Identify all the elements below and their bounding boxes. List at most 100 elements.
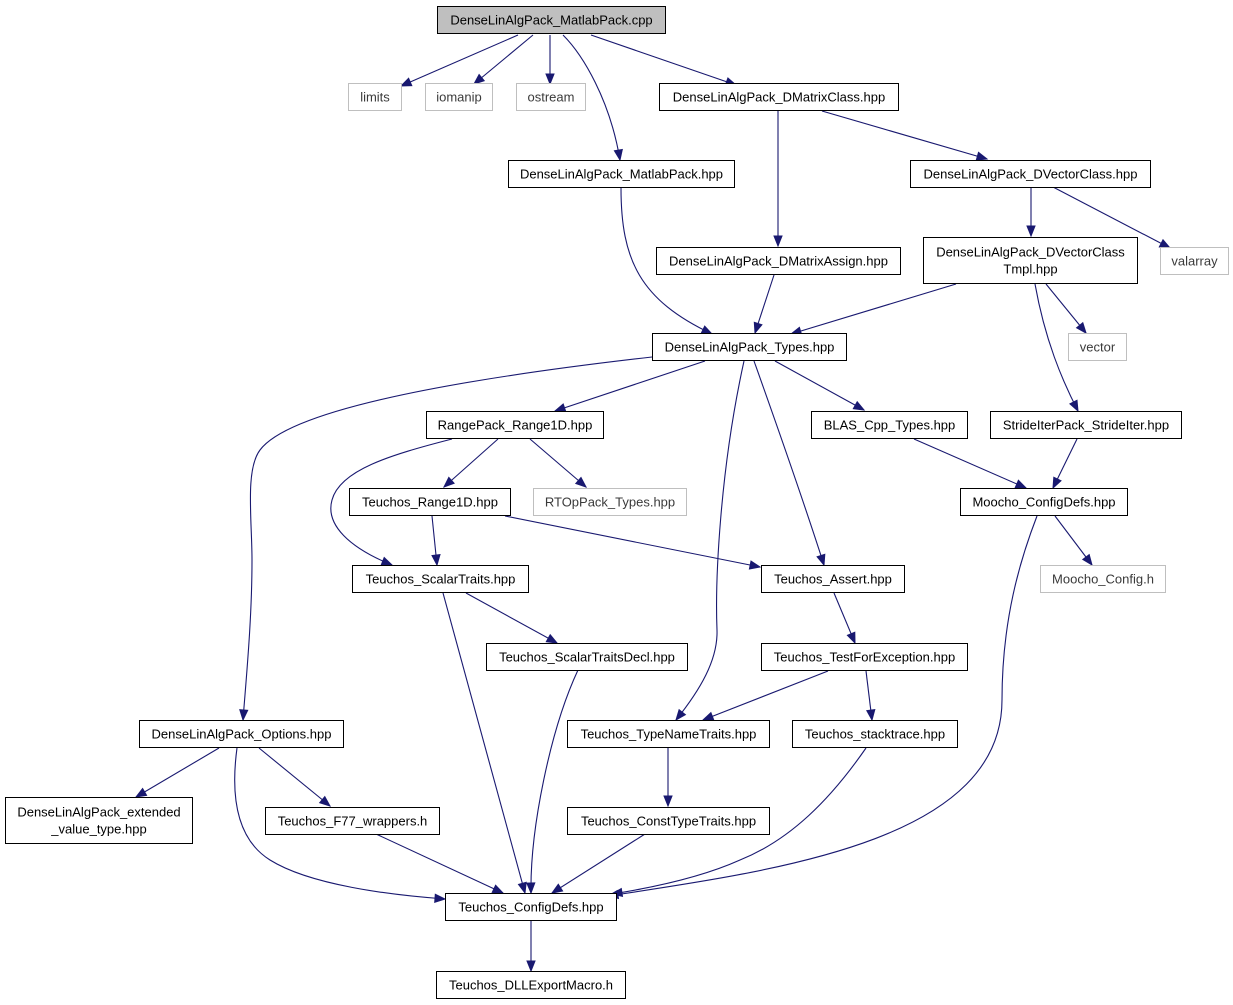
node-moocho_config[interactable]: Moocho_Config.h [1040, 565, 1166, 593]
node-f77-box [265, 807, 440, 835]
dependency-edges [134, 34, 1172, 973]
node-range1d[interactable]: RangePack_Range1D.hpp [426, 411, 604, 439]
node-stacktrace-label: Teuchos_stacktrace.hpp [805, 727, 945, 742]
node-consttypetraits[interactable]: Teuchos_ConstTypeTraits.hpp [567, 807, 770, 835]
edge-root-to-iomanip [472, 34, 534, 85]
node-options-box [139, 720, 344, 748]
node-rtoppack-box [533, 488, 687, 516]
node-strideiter[interactable]: StrideIterPack_StrideIter.hpp [990, 411, 1182, 439]
node-extended-box [5, 797, 193, 844]
node-dllexport-label: Teuchos_DLLExportMacro.h [449, 978, 613, 993]
node-vector[interactable]: vector [1068, 333, 1127, 361]
edge-root-to-matlabpack_hpp [562, 34, 623, 162]
edge-strideiter-to-moocho_configdefs [1052, 438, 1078, 490]
node-valarray[interactable]: valarray [1160, 247, 1229, 275]
node-range1d-label: RangePack_Range1D.hpp [438, 418, 593, 433]
edge-options-to-f77 [258, 747, 332, 807]
node-dvectorclass[interactable]: DenseLinAlgPack_DVectorClass.hpp [910, 160, 1151, 188]
node-f77[interactable]: Teuchos_F77_wrappers.h [265, 807, 440, 835]
node-stacktrace-box [792, 720, 958, 748]
edge-f77-to-teuchos_configdefs [375, 833, 505, 894]
node-moocho_configdefs-box [960, 488, 1128, 516]
node-limits-box [348, 83, 402, 111]
node-strideiter-label: StrideIterPack_StrideIter.hpp [1003, 418, 1169, 433]
edge-scalartraits-to-scalartraitsdecl [465, 592, 559, 644]
edge-dvectorclass-to-dvectorclasstmpl [1026, 187, 1036, 238]
edge-types-to-blas [774, 360, 866, 411]
node-dmatrixassign[interactable]: DenseLinAlgPack_DMatrixAssign.hpp [656, 247, 901, 275]
node-scalartraitsdecl-label: Teuchos_ScalarTraitsDecl.hpp [499, 650, 675, 665]
node-scalartraits-label: Teuchos_ScalarTraits.hpp [366, 572, 516, 587]
node-options-label: DenseLinAlgPack_Options.hpp [152, 727, 332, 742]
node-types-label: DenseLinAlgPack_Types.hpp [665, 340, 835, 355]
node-testforexception[interactable]: Teuchos_TestForException.hpp [761, 643, 968, 671]
node-extended[interactable]: DenseLinAlgPack_extended_value_type.hpp [5, 797, 193, 844]
node-scalartraits-box [352, 565, 529, 593]
edge-types-to-typenametraits [675, 360, 745, 722]
edge-testforexception-to-stacktrace [865, 670, 876, 722]
node-ostream[interactable]: ostream [516, 83, 586, 111]
node-rtoppack[interactable]: RTOpPack_Types.hpp [533, 488, 687, 516]
node-rtoppack-label: RTOpPack_Types.hpp [545, 495, 675, 510]
edge-range1d-to-teuchos_range1d [442, 438, 499, 488]
node-options[interactable]: DenseLinAlgPack_Options.hpp [139, 720, 344, 748]
node-blas[interactable]: BLAS_Cpp_Types.hpp [811, 411, 968, 439]
node-limits[interactable]: limits [348, 83, 402, 111]
node-teuchos_configdefs-label: Teuchos_ConfigDefs.hpp [458, 900, 603, 915]
node-teuchos_range1d-box [349, 488, 511, 516]
edge-types-to-options [239, 356, 653, 722]
node-root[interactable]: DenseLinAlgPack_MatlabPack.cpp [437, 6, 666, 34]
edge-dvectorclasstmpl-to-vector [1045, 283, 1087, 335]
node-typenametraits-label: Teuchos_TypeNameTraits.hpp [581, 727, 757, 742]
edge-dmatrixassign-to-types [753, 274, 775, 335]
node-dmatrixassign-box [656, 247, 901, 275]
node-moocho_config-box [1040, 565, 1166, 593]
node-extended-label-1: DenseLinAlgPack_extended [17, 805, 180, 820]
node-teuchos_configdefs[interactable]: Teuchos_ConfigDefs.hpp [445, 893, 617, 921]
node-dmatrixclass[interactable]: DenseLinAlgPack_DMatrixClass.hpp [659, 83, 899, 111]
node-assert[interactable]: Teuchos_Assert.hpp [761, 565, 905, 593]
node-dvectorclasstmpl-label-2: Tmpl.hpp [1003, 262, 1057, 277]
node-limits-label: limits [360, 90, 390, 105]
edge-moocho_configdefs-to-moocho_config [1054, 515, 1093, 567]
node-dvectorclasstmpl-label-1: DenseLinAlgPack_DVectorClass [936, 245, 1125, 260]
node-consttypetraits-box [567, 807, 770, 835]
edge-root-to-limits [399, 34, 519, 87]
edge-root-to-ostream [545, 35, 555, 86]
node-root-box [437, 6, 666, 34]
node-blas-box [811, 411, 968, 439]
node-testforexception-label: Teuchos_TestForException.hpp [774, 650, 955, 665]
node-blas-label: BLAS_Cpp_Types.hpp [824, 418, 956, 433]
node-valarray-label: valarray [1171, 254, 1218, 269]
edge-root-to-dmatrixclass [590, 34, 738, 87]
node-typenametraits[interactable]: Teuchos_TypeNameTraits.hpp [567, 720, 770, 748]
edge-typenametraits-to-consttypetraits [663, 748, 673, 808]
node-strideiter-box [990, 411, 1182, 439]
node-types[interactable]: DenseLinAlgPack_Types.hpp [652, 333, 847, 361]
node-ostream-label: ostream [528, 90, 575, 105]
node-typenametraits-box [567, 720, 770, 748]
edge-scalartraits-to-teuchos_configdefs [442, 592, 527, 895]
node-dvectorclass-label: DenseLinAlgPack_DVectorClass.hpp [924, 167, 1138, 182]
node-valarray-box [1160, 247, 1229, 275]
node-assert-label: Teuchos_Assert.hpp [774, 572, 892, 587]
node-moocho_configdefs[interactable]: Moocho_ConfigDefs.hpp [960, 488, 1128, 516]
node-stacktrace[interactable]: Teuchos_stacktrace.hpp [792, 720, 958, 748]
node-range1d-box [426, 411, 604, 439]
edge-dvectorclasstmpl-to-strideiter [1034, 283, 1079, 413]
edge-teuchos_configdefs-to-dllexport [526, 921, 536, 973]
node-matlabpack_hpp[interactable]: DenseLinAlgPack_MatlabPack.hpp [508, 160, 735, 188]
node-teuchos_range1d[interactable]: Teuchos_Range1D.hpp [349, 488, 511, 516]
edge-teuchos_range1d-to-scalartraits [431, 515, 441, 567]
node-vector-label: vector [1080, 340, 1116, 355]
node-dmatrixclass-box [659, 83, 899, 111]
node-scalartraits[interactable]: Teuchos_ScalarTraits.hpp [352, 565, 529, 593]
node-matlabpack_hpp-label: DenseLinAlgPack_MatlabPack.hpp [520, 167, 723, 182]
node-dllexport[interactable]: Teuchos_DLLExportMacro.h [436, 971, 626, 999]
node-matlabpack_hpp-box [508, 160, 735, 188]
node-scalartraitsdecl[interactable]: Teuchos_ScalarTraitsDecl.hpp [486, 643, 688, 671]
node-iomanip[interactable]: iomanip [425, 83, 493, 111]
edge-consttypetraits-to-teuchos_configdefs [550, 833, 646, 894]
